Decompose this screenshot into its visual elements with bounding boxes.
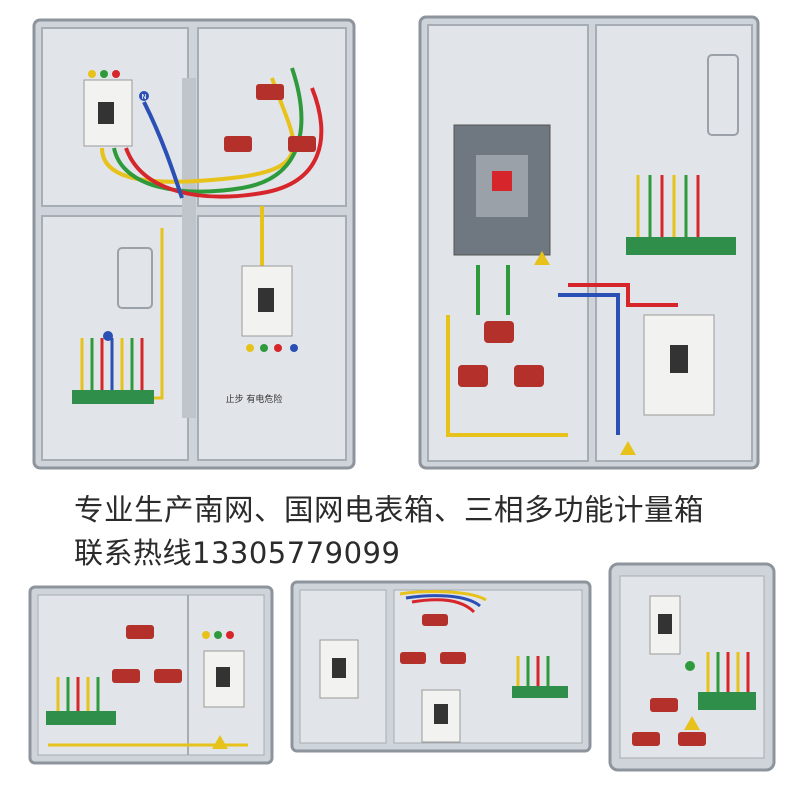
compartment-bottom-right: [197, 215, 347, 461]
current-transformer: [632, 732, 660, 746]
compartment-bottom-left: [41, 215, 189, 461]
meter-window: [117, 247, 153, 309]
warning-triangle-icon: [684, 716, 700, 730]
terminal-block: [512, 686, 568, 698]
bundle-wires: [636, 175, 700, 240]
meter-box-illustration: N 止步 有电危险: [32, 18, 356, 470]
current-transformer: [440, 652, 466, 664]
phase-indicator-neutral: [290, 344, 298, 352]
product-caption: 专业生产南网、国网电表箱、三相多功能计量箱: [74, 493, 705, 527]
current-transformer: [154, 669, 182, 683]
wire-red: [568, 283, 678, 307]
breaker-switch: [98, 102, 114, 124]
meter-box-illustration: [418, 15, 760, 470]
current-transformer: [112, 669, 140, 683]
wire-yellow: [446, 315, 568, 437]
breaker-switch: [658, 614, 672, 634]
phase-indicator-green: [260, 344, 268, 352]
current-transformer: [288, 136, 316, 152]
current-transformer: [484, 321, 514, 343]
product-image-compact-box: [608, 562, 776, 772]
current-transformer: [458, 365, 488, 387]
warning-triangle-icon: [534, 251, 550, 265]
phase-indicator-yellow: [88, 70, 96, 78]
bundle-wires: [80, 338, 144, 393]
wire-green: [476, 265, 510, 315]
current-transformer: [400, 652, 426, 664]
bundle-wires: [706, 652, 750, 694]
phase-indicator-green: [214, 631, 222, 639]
terminal-block: [46, 711, 116, 725]
product-image-four-compartment-box: N 止步 有电危险: [32, 18, 356, 470]
product-image-double-door-box: [290, 580, 592, 753]
phase-indicator-neutral: [139, 91, 149, 101]
current-transformer: [514, 365, 544, 387]
current-transformer: [678, 732, 706, 746]
wire-yellow: [399, 590, 487, 602]
bundle-wires: [516, 656, 550, 688]
phase-indicator-red: [274, 344, 282, 352]
neutral-indicator: [103, 331, 113, 341]
breaker-switch: [216, 667, 230, 687]
bundle-wires: [56, 677, 100, 713]
wire-blue: [142, 101, 184, 199]
meter-box-illustration: [608, 562, 776, 772]
wire-green: [112, 67, 304, 194]
meter-box-illustration: [290, 580, 592, 753]
breaker-switch: [670, 345, 688, 373]
wire-yellow: [100, 77, 296, 184]
phase-indicator-yellow: [246, 344, 254, 352]
current-transformer: [650, 698, 678, 712]
breaker-switch: [332, 658, 346, 678]
wire-blue: [405, 594, 481, 608]
phase-indicator-yellow: [202, 631, 210, 639]
switch-button: [492, 171, 512, 191]
breaker-switch: [258, 288, 274, 312]
terminal-block: [626, 237, 736, 255]
breaker-switch: [434, 704, 448, 724]
wire-red: [411, 598, 476, 614]
center-hinge: [182, 78, 196, 418]
phase-indicator-red: [226, 631, 234, 639]
current-transformer: [224, 136, 252, 152]
terminal-block: [698, 692, 756, 710]
indicator-green: [685, 661, 695, 671]
contact-hotline: 联系热线13305779099: [74, 536, 401, 570]
meter-window: [707, 54, 739, 136]
danger-warning-label: 止步 有电危险: [226, 393, 283, 405]
product-image-wide-box: [28, 585, 274, 765]
neutral-label: N: [141, 93, 146, 101]
meter-box-illustration: [28, 585, 274, 765]
warning-triangle-icon: [212, 735, 228, 749]
phase-indicator-red: [112, 70, 120, 78]
product-image-two-door-box: [418, 15, 760, 470]
warning-triangle-icon: [620, 441, 636, 455]
wire-blue: [558, 293, 620, 435]
terminal-block: [72, 390, 154, 404]
wire-red: [124, 87, 324, 199]
current-transformer: [256, 84, 284, 100]
phase-indicator-green: [100, 70, 108, 78]
current-transformer: [422, 614, 448, 626]
current-transformer: [126, 625, 154, 639]
